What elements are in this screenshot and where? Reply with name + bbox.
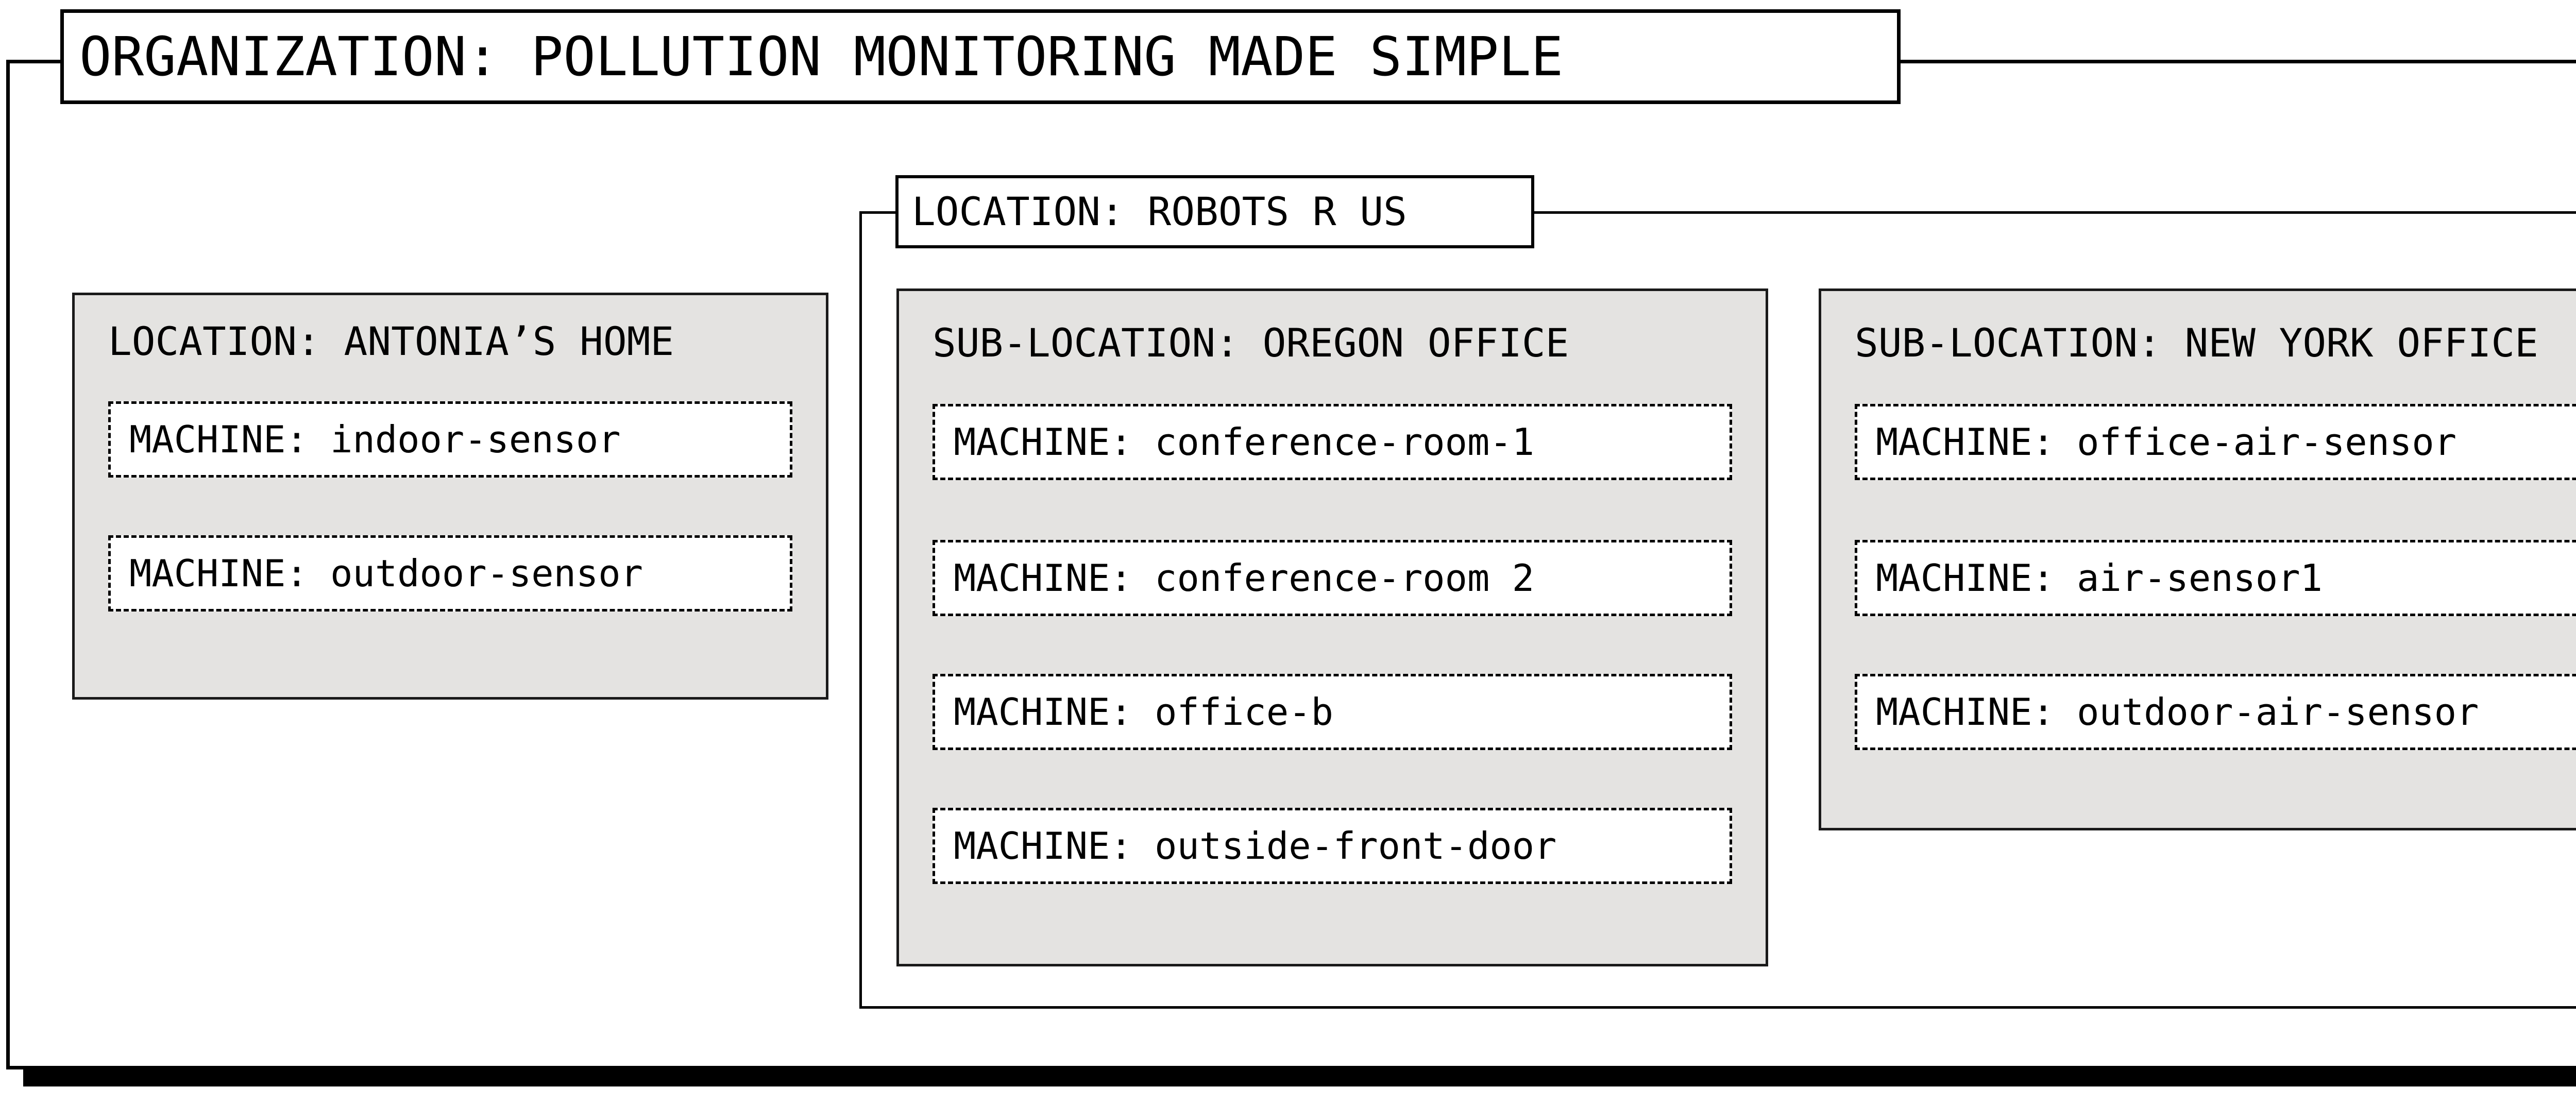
machine-label: MACHINE: air-sensor1: [1876, 556, 2323, 600]
machine-box-indoor-sensor[interactable]: MACHINE: indoor-sensor: [108, 401, 792, 478]
machine-box-conference-room-2[interactable]: MACHINE: conference-room 2: [933, 540, 1732, 616]
machine-box-outdoor-air-sensor[interactable]: MACHINE: outdoor-air-sensor: [1855, 674, 2576, 750]
machine-box-outdoor-sensor[interactable]: MACHINE: outdoor-sensor: [108, 535, 792, 612]
machine-label: MACHINE: conference-room 2: [954, 556, 1535, 600]
machine-box-air-sensor1[interactable]: MACHINE: air-sensor1: [1855, 540, 2576, 616]
location-title-box-robots-r-us: LOCATION: ROBOTS R US: [895, 175, 1534, 248]
machine-box-conference-room-1[interactable]: MACHINE: conference-room-1: [933, 404, 1732, 480]
machine-label: MACHINE: outdoor-sensor: [129, 552, 643, 595]
machine-box-outside-front-door[interactable]: MACHINE: outside-front-door: [933, 808, 1732, 884]
organization-title-box: ORGANIZATION: POLLUTION MONITORING MADE …: [60, 9, 1901, 104]
organization-title: ORGANIZATION: POLLUTION MONITORING MADE …: [79, 25, 1564, 88]
sublocation-title-oregon-office: SUB-LOCATION: OREGON OFFICE: [933, 320, 1569, 366]
location-panel-antonias-home[interactable]: [72, 293, 828, 700]
machine-label: MACHINE: outdoor-air-sensor: [1876, 690, 2479, 734]
machine-label: MACHINE: outside-front-door: [954, 824, 1557, 868]
location-title-robots-r-us: LOCATION: ROBOTS R US: [912, 189, 1407, 234]
sublocation-title-new-york-office: SUB-LOCATION: NEW YORK OFFICE: [1855, 320, 2538, 366]
machine-label: MACHINE: indoor-sensor: [129, 418, 621, 461]
machine-label: MACHINE: office-air-sensor: [1876, 420, 2457, 464]
location-title-antonias-home: LOCATION: ANTONIA’S HOME: [108, 318, 674, 364]
machine-label: MACHINE: conference-room-1: [954, 420, 1535, 464]
machine-label: MACHINE: office-b: [954, 690, 1333, 734]
machine-box-office-air-sensor[interactable]: MACHINE: office-air-sensor: [1855, 404, 2576, 480]
machine-box-office-b[interactable]: MACHINE: office-b: [933, 674, 1732, 750]
